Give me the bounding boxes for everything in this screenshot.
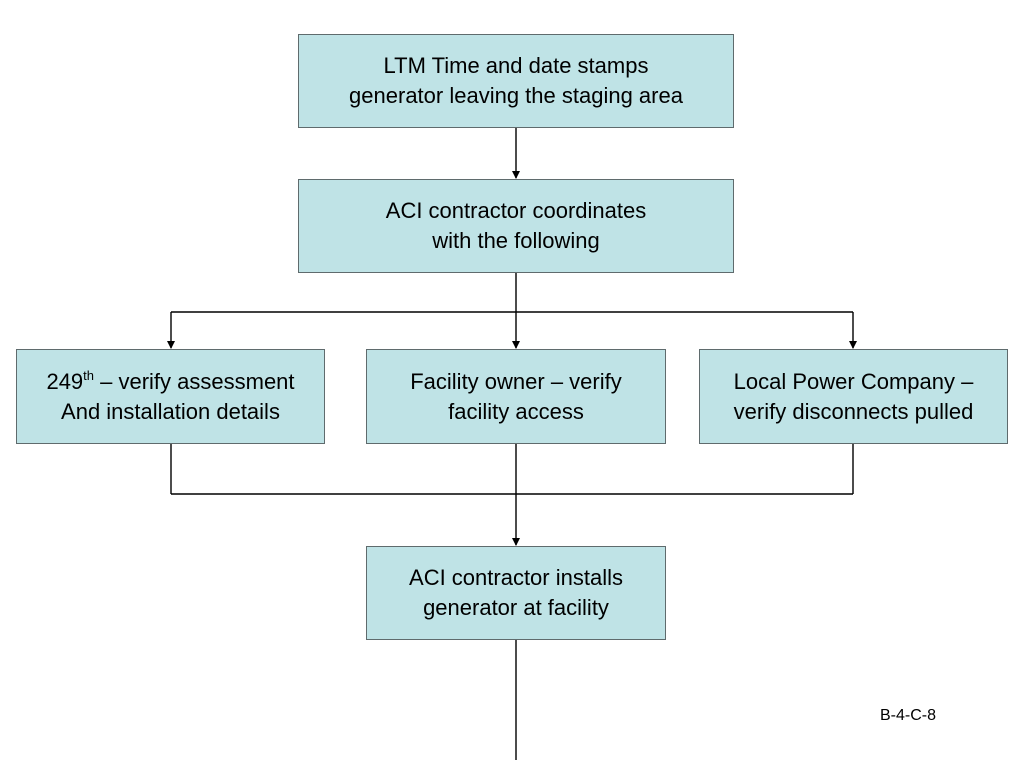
node-249th-line1-text: – verify assessment <box>94 368 295 394</box>
node-install-line2: generator at facility <box>423 595 609 620</box>
node-249th-line2: And installation details <box>61 398 280 424</box>
node-249th-verify: 249th – verify assessment And installati… <box>16 349 325 444</box>
node-249th-suffix: th <box>83 367 95 383</box>
node-249th-line1: 249th – verify assessment <box>46 367 294 397</box>
page-reference-label: B-4-C-8 <box>880 707 937 724</box>
node-staging-line1: LTM Time and date stamps <box>383 53 649 78</box>
node-coordinate-line1: ACI contractor coordinates <box>385 198 647 223</box>
node-facility-owner: Facility owner – verify facility access <box>366 349 666 444</box>
node-coordinate-line2: with the following <box>432 228 600 253</box>
node-contractor-coordinates: ACI contractor coordinates with the foll… <box>298 179 734 273</box>
node-staging-timestamp: LTM Time and date stamps generator leavi… <box>298 34 734 128</box>
node-staging-line2: generator leaving the staging area <box>349 83 683 108</box>
node-install-line1: ACI contractor installs <box>409 565 623 590</box>
node-facility-owner-line2: facility access <box>448 398 584 424</box>
node-249th-number: 249 <box>46 368 84 394</box>
node-power-company-line1: Local Power Company – <box>733 368 974 394</box>
node-power-company-line2: verify disconnects pulled <box>733 398 974 424</box>
node-facility-owner-line1: Facility owner – verify <box>410 368 622 394</box>
node-power-company: Local Power Company – verify disconnects… <box>699 349 1008 444</box>
node-contractor-installs: ACI contractor installs generator at fac… <box>366 546 666 640</box>
